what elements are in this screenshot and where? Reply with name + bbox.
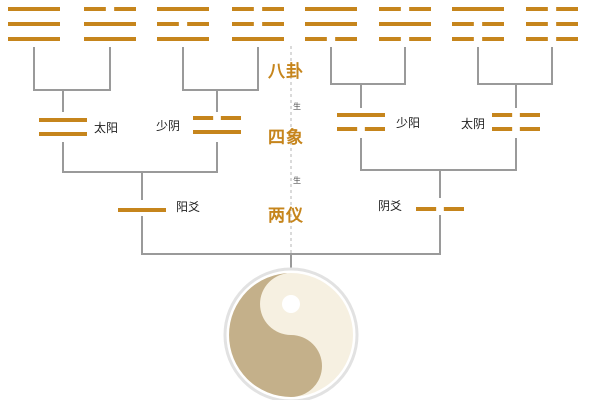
- bagua-5-line-1-yang: [379, 22, 431, 26]
- bagua-4-line-2-yin-left: [305, 37, 327, 41]
- liangyi-label-yang: 阳爻: [176, 200, 201, 214]
- bagua-4-line-1-yang: [305, 22, 357, 26]
- bagua-1-line-2-yang: [84, 37, 136, 41]
- sixiang-label-shaoyin: 少阴: [156, 119, 181, 133]
- sixiang-2-line-1-yin-left: [337, 127, 358, 131]
- sixiang-2-line-0-yang: [337, 113, 385, 117]
- bagua-5-line-2-yin-left: [379, 37, 401, 41]
- bagua-pair-connector-2: [330, 47, 406, 85]
- bagua-3-line-1-yin-right: [262, 22, 284, 26]
- bagua-2-line-2-yang: [157, 37, 209, 41]
- sheng-label-upper: 生: [293, 102, 301, 111]
- bagua-2-line-0-yang: [157, 7, 209, 11]
- bagua-pair-connector-3: [477, 47, 553, 85]
- bagua-1-line-1-yang: [84, 22, 136, 26]
- bagua-6-line-2-yin-right: [482, 37, 504, 41]
- bagua-pair-connector-0: [33, 47, 111, 91]
- sixiang-3-line-0-yin-left: [492, 113, 513, 117]
- bagua-7-line-0-yin-left: [526, 7, 548, 11]
- sixiang-left-connector: [62, 142, 218, 173]
- bagua-4-line-0-yang: [305, 7, 357, 11]
- stage-label-sixiang: 四象: [268, 128, 304, 148]
- bagua-3-line-0-yin-left: [232, 7, 254, 11]
- bagua-5-line-0-yin-right: [409, 7, 431, 11]
- sixiang-0-line-0-yang: [39, 118, 87, 122]
- sixiang-0-line-1-yang: [39, 132, 87, 136]
- bagua-0-line-1-yang: [8, 22, 60, 26]
- sixiang-label-taiyin: 太阴: [461, 117, 486, 131]
- bagua-6-line-1-yin-left: [452, 22, 474, 26]
- bagua-6-line-1-yin-right: [482, 22, 504, 26]
- sixiang-1-line-0-yin-left: [193, 116, 214, 120]
- stage-label-liangyi: 两仪: [268, 206, 304, 226]
- bagua-2-line-1-yin-left: [157, 22, 179, 26]
- liangyi-0-yang: [118, 208, 166, 212]
- taiji-dark-dot: [282, 357, 300, 375]
- sixiang-right-connector: [360, 138, 517, 171]
- sixiang-label-shaoyang: 少阳: [396, 116, 421, 130]
- taiji-yin-yang-icon: [223, 267, 359, 400]
- bagua-3-line-2-yang: [232, 37, 284, 41]
- bagua-1-line-0-yin-right: [114, 7, 136, 11]
- bagua-7-line-2-yin-right: [556, 37, 578, 41]
- bagua-1-line-0-yin-left: [84, 7, 106, 11]
- liangyi-1-yin-right: [443, 207, 464, 211]
- bagua-7-line-2-yin-left: [526, 37, 548, 41]
- stage-label-bagua: 八卦: [268, 62, 304, 82]
- taiji-light-dot: [282, 295, 300, 313]
- bagua-7-line-0-yin-right: [556, 7, 578, 11]
- sixiang-2-line-1-yin-right: [364, 127, 385, 131]
- sixiang-1-line-1-yang: [193, 130, 241, 134]
- bagua-5-line-0-yin-left: [379, 7, 401, 11]
- sixiang-3-line-0-yin-right: [519, 113, 540, 117]
- bagua-0-line-0-yang: [8, 7, 60, 11]
- sixiang-1-line-0-yin-right: [220, 116, 241, 120]
- bagua-0-line-2-yang: [8, 37, 60, 41]
- bagua-3-line-1-yin-left: [232, 22, 254, 26]
- bagua-3-line-0-yin-right: [262, 7, 284, 11]
- sixiang-3-line-1-yin-right: [519, 127, 540, 131]
- sixiang-3-line-1-yin-left: [492, 127, 513, 131]
- bagua-5-line-2-yin-right: [409, 37, 431, 41]
- liangyi-1-yin-left: [416, 207, 437, 211]
- sheng-label-lower: 生: [293, 176, 301, 185]
- bagua-2-line-1-yin-right: [187, 22, 209, 26]
- bagua-7-line-1-yin-left: [526, 22, 548, 26]
- bagua-6-line-2-yin-left: [452, 37, 474, 41]
- bagua-7-line-1-yin-right: [556, 22, 578, 26]
- bagua-pair-connector-1: [182, 47, 259, 91]
- liangyi-label-yin: 阴爻: [378, 199, 403, 213]
- bagua-6-line-0-yang: [452, 7, 504, 11]
- bagua-4-line-2-yin-right: [335, 37, 357, 41]
- sixiang-label-taiyang: 太阳: [94, 121, 119, 135]
